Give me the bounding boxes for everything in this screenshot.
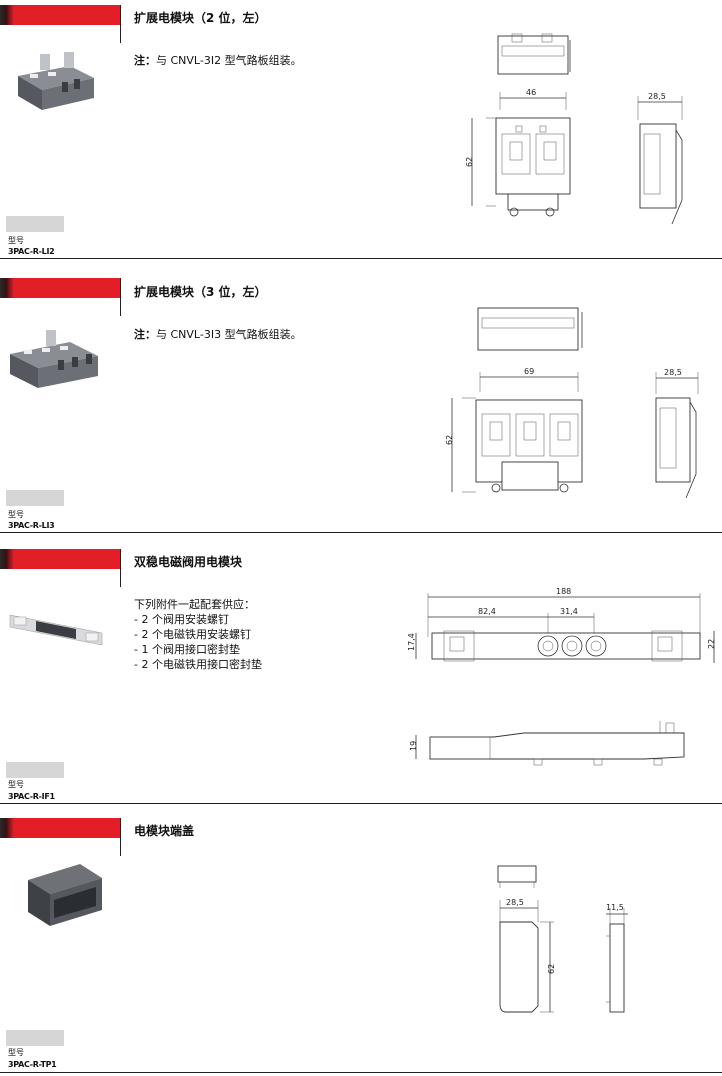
model-label-bg [6,762,64,778]
model-label: 型号 [8,510,24,519]
product-photo [28,864,102,926]
svg-text:31,4: 31,4 [560,607,578,616]
svg-text:17,4: 17,4 [407,633,416,651]
section-rule [0,803,722,804]
product-section-li3: 扩展电模块（3 位，左） 注：与 CNVL-3I3 型气路板组装。 69 62 … [0,274,722,534]
section-title: 双稳电磁阀用电模块 [134,555,243,569]
svg-text:82,4: 82,4 [478,607,496,616]
svg-text:19: 19 [409,741,418,751]
model-label-bg [6,1030,64,1046]
model-label-bg [6,490,64,506]
product-section-if1: 双稳电磁阀用电模块 下列附件一起配套供应： - 2 个阀用安装螺钉 - 2 个电… [0,547,722,805]
svg-text:62: 62 [547,964,556,974]
svg-text:62: 62 [445,435,454,445]
section-note: 注：与 CNVL-3I2 型气路板组装。 [134,54,302,67]
model-number: 3PAC-R-LI3 [8,521,55,530]
section-rule [0,258,722,259]
section-divider [120,818,121,856]
svg-text:28,5: 28,5 [506,898,524,907]
section-red-bar [0,278,120,298]
model-label: 型号 [8,1048,24,1057]
product-section-li2: 扩展电模块（2 位，左） 注：与 CNVL-3I2 型气路板组装。 46 62 [0,0,722,260]
section-title: 电模块端盖 [134,824,195,838]
section-divider [120,278,121,316]
section-title: 扩展电模块（3 位，左） [134,285,267,299]
accessories-intro: 下列附件一起配套供应： [134,598,255,611]
svg-text:69: 69 [524,367,534,376]
model-number: 3PAC-R-LI2 [8,247,55,256]
section-divider [120,5,121,43]
technical-drawing: 46 62 28,5 [465,33,683,225]
technical-drawing: 188 82,4 31,4 17,4 22 19 [407,587,716,766]
svg-text:46: 46 [526,88,536,97]
product-section-tp1: 电模块端盖 28,5 62 11,5 型号 3PAC-R-TP1 [0,816,722,1076]
section-red-bar [0,818,120,838]
model-number: 3PAC-R-TP1 [8,1060,57,1069]
section-note: 注：与 CNVL-3I3 型气路板组装。 [134,328,302,341]
accessory-item: - 1 个阀用接口密封垫 [134,643,240,656]
technical-drawing: 69 62 28,5 [445,307,699,499]
model-label: 型号 [8,236,24,245]
technical-drawing: 28,5 62 11,5 [497,865,628,1013]
product-photo [9,614,103,646]
model-label-bg [6,216,64,232]
product-photo [10,330,98,388]
section-divider [120,549,121,587]
svg-text:28,5: 28,5 [648,92,666,101]
section-red-bar [0,5,120,25]
section-red-bar [0,549,120,569]
accessory-item: - 2 个阀用安装螺钉 [134,613,229,626]
svg-text:188: 188 [556,587,571,596]
model-number: 3PAC-R-IF1 [8,792,55,801]
section-title: 扩展电模块（2 位，左） [134,11,267,25]
section-rule [0,532,722,533]
product-photo [18,52,94,110]
model-label: 型号 [8,780,24,789]
svg-text:11,5: 11,5 [606,903,624,912]
accessory-item: - 2 个电磁铁用接口密封垫 [134,658,262,671]
accessory-item: - 2 个电磁铁用安装螺钉 [134,628,251,641]
section-rule [0,1072,722,1073]
svg-text:62: 62 [465,157,474,167]
svg-text:22: 22 [707,639,716,649]
svg-text:28,5: 28,5 [664,368,682,377]
